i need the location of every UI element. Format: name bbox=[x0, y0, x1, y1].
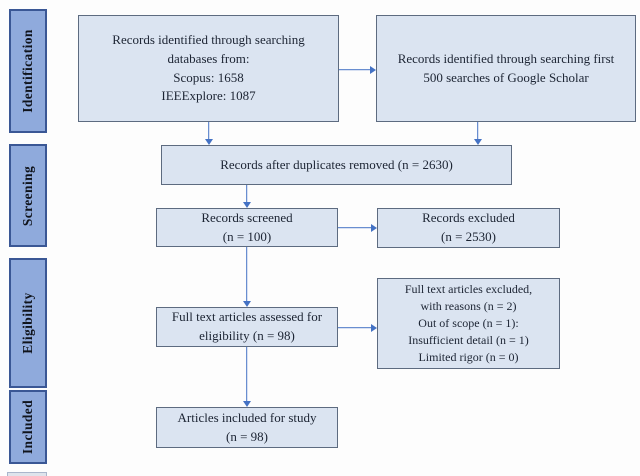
arrow-screened-to-excluded bbox=[338, 223, 377, 232]
box-line: with reasons (n = 2) bbox=[420, 298, 517, 313]
arrow-head-right-icon bbox=[371, 323, 377, 332]
box-records-databases: Records identified through searching dat… bbox=[78, 15, 339, 122]
box-line: Records identified through searching bbox=[112, 31, 305, 47]
box-line: eligibility (n = 98) bbox=[199, 328, 295, 343]
box-line: Records screened bbox=[201, 209, 293, 225]
arrow-head-down-icon bbox=[242, 401, 251, 407]
arrow-head-right-icon bbox=[371, 223, 377, 232]
box-line: Records after duplicates removed (n = 26… bbox=[220, 156, 453, 172]
phase-box-identification: Identification bbox=[9, 9, 47, 133]
arrow-head-down-icon bbox=[473, 139, 482, 145]
box-line: Articles included for study bbox=[177, 409, 317, 425]
box-records-screened: Records screened (n = 100) bbox=[156, 208, 338, 247]
box-records-excluded: Records excluded (n = 2530) bbox=[377, 208, 560, 248]
box-line: Records identified through searching fir… bbox=[397, 50, 615, 66]
box-line: (n = 2530) bbox=[441, 229, 496, 244]
arrow-duplicates-to-screened bbox=[242, 185, 251, 208]
box-line: (n = 100) bbox=[222, 228, 272, 244]
phase-label-screening: Screening bbox=[20, 165, 35, 226]
box-duplicates-removed: Records after duplicates removed (n = 26… bbox=[161, 145, 512, 185]
box-records-scholar: Records identified through searching fir… bbox=[376, 15, 636, 122]
arrow-line bbox=[338, 226, 371, 229]
arrow-line bbox=[245, 347, 248, 401]
box-line: Out of scope (n = 1): bbox=[418, 315, 519, 330]
box-line: databases from: bbox=[167, 50, 250, 66]
box-line: (n = 98) bbox=[226, 428, 268, 444]
arrow-fulltext-to-included bbox=[242, 347, 251, 407]
arrow-head-down-icon bbox=[242, 202, 251, 208]
phase-box-eligibility: Eligibility bbox=[9, 258, 47, 388]
box-fulltext-assessed: Full text articles assessed for eligibil… bbox=[156, 307, 338, 347]
arrow-head-right-icon bbox=[370, 65, 376, 74]
arrow-line bbox=[245, 185, 248, 202]
box-line: 500 searches of Google Scholar bbox=[423, 69, 589, 85]
cropped-box-artifact bbox=[7, 472, 47, 476]
box-fulltext-excluded: Full text articles excluded, with reason… bbox=[377, 278, 560, 369]
arrow-line bbox=[339, 68, 370, 71]
arrow-screened-to-fulltext bbox=[242, 247, 251, 307]
arrow-databases-to-scholar bbox=[339, 65, 376, 74]
box-line: Records excluded bbox=[422, 210, 515, 226]
box-articles-included: Articles included for study (n = 98) bbox=[156, 407, 338, 448]
box-line: Insufficient detail (n = 1) bbox=[408, 333, 529, 348]
box-line: IEEExplore: 1087 bbox=[161, 88, 256, 104]
phase-label-identification: Identification bbox=[20, 29, 35, 113]
arrow-fulltext-to-excluded bbox=[338, 323, 377, 332]
arrow-head-down-icon bbox=[204, 139, 213, 145]
phase-box-included: Included bbox=[9, 390, 47, 464]
phase-label-included: Included bbox=[20, 399, 35, 455]
box-line: Full text articles excluded, bbox=[404, 281, 533, 296]
phase-box-screening: Screening bbox=[9, 144, 47, 247]
phase-label-eligibility: Eligibility bbox=[20, 292, 35, 354]
box-line: Full text articles assessed for bbox=[171, 309, 323, 325]
box-line: Limited rigor (n = 0) bbox=[418, 350, 519, 365]
arrow-line bbox=[476, 122, 479, 139]
arrow-line bbox=[245, 247, 248, 301]
arrow-line bbox=[338, 326, 371, 329]
arrow-scholar-to-duplicates bbox=[473, 122, 482, 145]
arrow-head-down-icon bbox=[242, 301, 251, 307]
arrow-databases-to-duplicates bbox=[204, 122, 213, 145]
box-line: Scopus: 1658 bbox=[173, 69, 244, 85]
arrow-line bbox=[207, 122, 210, 139]
